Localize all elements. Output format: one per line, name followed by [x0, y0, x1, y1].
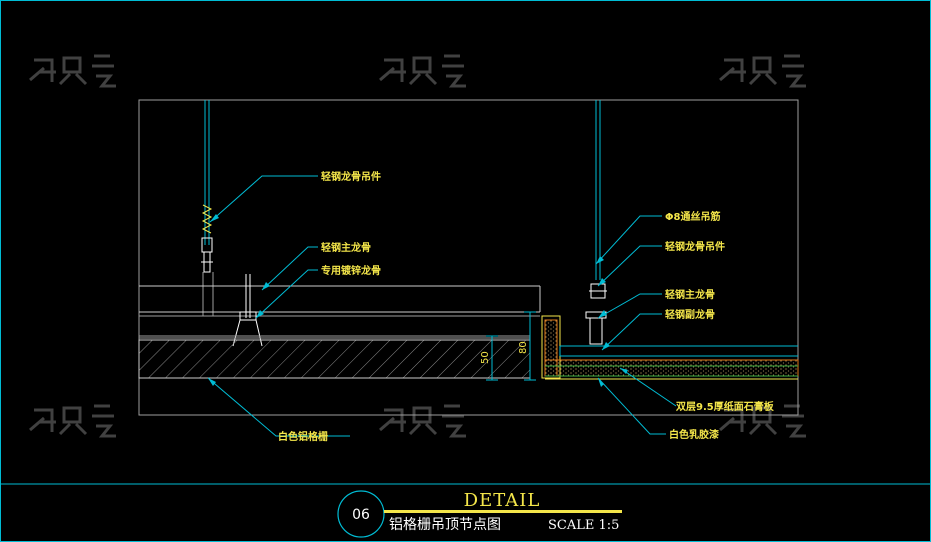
- label-hanger-right: 轻钢龙骨吊件: [665, 240, 725, 253]
- title-underline: [384, 510, 622, 513]
- label-rod: Φ8通丝吊筋: [665, 210, 720, 223]
- right-hanger-assembly: [585, 100, 607, 345]
- dimension-50: 50: [480, 351, 491, 364]
- galvanized-bracket: [232, 274, 263, 347]
- leader-arrows: [208, 214, 628, 387]
- label-main-keel-right: 轻钢主龙骨: [665, 288, 715, 301]
- title-sub: 铝格栅吊顶节点图: [389, 517, 501, 533]
- aluminium-grille: [138, 335, 531, 379]
- label-white-grille: 白色铝格栅: [278, 430, 328, 443]
- left-hanger-assembly: [201, 100, 214, 316]
- label-main-keel-left: 轻钢主龙骨: [321, 241, 371, 254]
- detail-frame: [138, 99, 799, 416]
- left-main-keel: [139, 285, 541, 317]
- leader-lines: [207, 175, 677, 437]
- label-cover-keel: 轻钢副龙骨: [665, 308, 715, 321]
- detail-number-circle: [337, 490, 385, 538]
- label-gypsum: 双层9.5厚纸面石膏板: [676, 400, 775, 413]
- label-latex-paint: 白色乳胶漆: [669, 428, 719, 441]
- title-scale: SCALE 1:5: [548, 518, 619, 533]
- title-main: DETAIL: [464, 490, 541, 511]
- detail-number: 06: [352, 507, 370, 523]
- dimension-lines: [486, 311, 536, 381]
- gypsum-ceiling-layers: [544, 345, 799, 380]
- label-galvanized-keel: 专用镀锌龙骨: [321, 264, 381, 277]
- label-hanger-left: 轻钢龙骨吊件: [321, 170, 381, 183]
- dimension-80: 80: [518, 341, 529, 354]
